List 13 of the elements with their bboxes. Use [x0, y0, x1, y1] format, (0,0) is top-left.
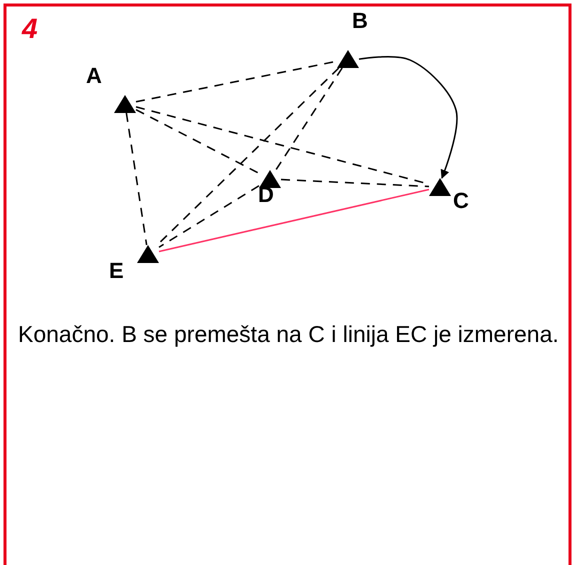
- line: [158, 185, 260, 248]
- point-label: B: [352, 10, 368, 32]
- line: [280, 178, 430, 188]
- line: [126, 112, 148, 246]
- point-label: C: [453, 190, 469, 212]
- point-label: A: [86, 65, 102, 87]
- line: [136, 109, 260, 174]
- arrow: [358, 56, 458, 179]
- step-number: 4: [22, 14, 38, 44]
- point-label: E: [109, 260, 124, 282]
- caption-text: Konačno. B se premešta na C i linija EC je izmerena.: [18, 320, 560, 349]
- line: [158, 188, 430, 252]
- line: [275, 68, 343, 170]
